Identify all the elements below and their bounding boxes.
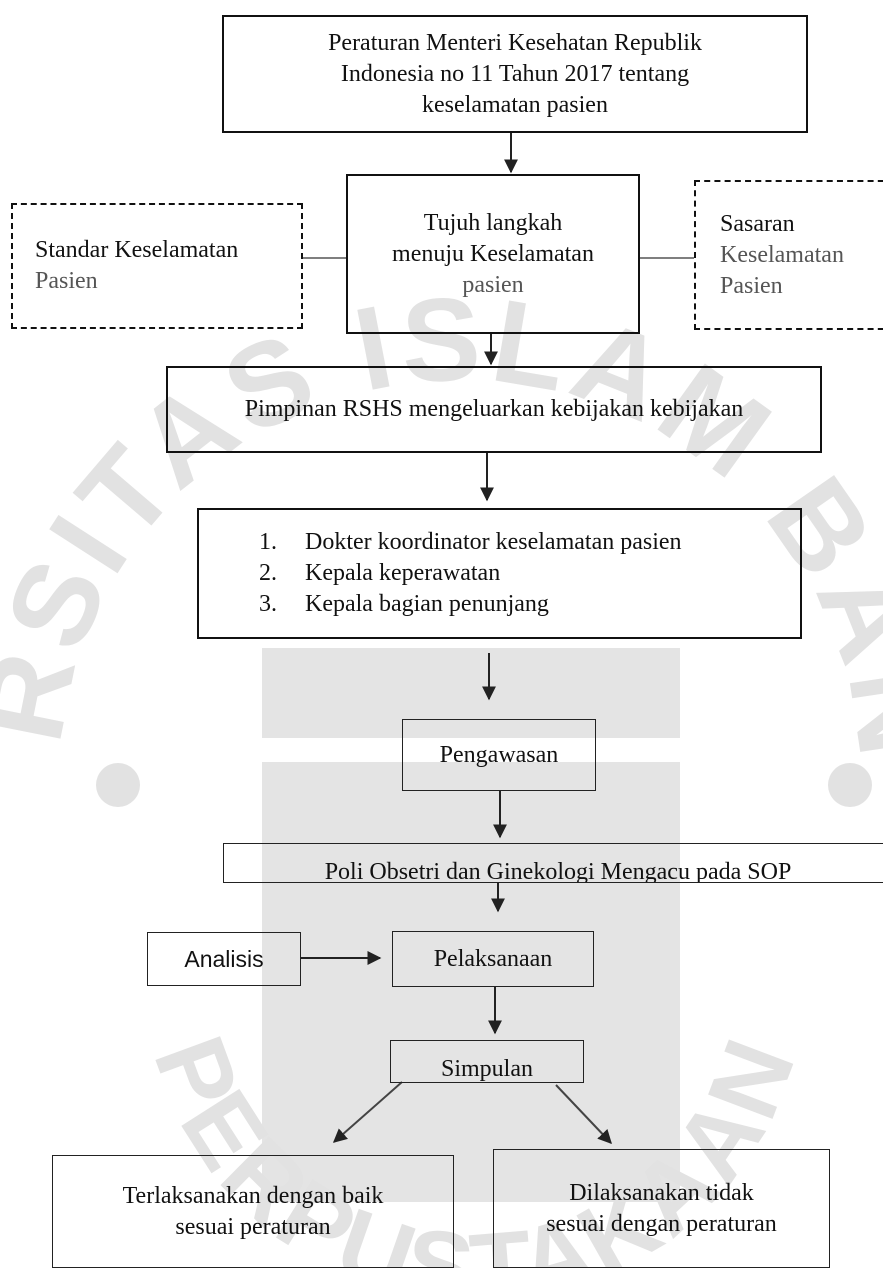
sop-text: Poli Obsetri dan Ginekologi Mengacu pada… xyxy=(324,859,792,883)
implementation-text: Pelaksanaan xyxy=(433,945,553,972)
goals-line-2: Keselamatan xyxy=(720,241,844,268)
node-goals: Sasaran Keselamatan Pasien xyxy=(694,180,883,330)
node-standard: Standar Keselamatan Pasien xyxy=(11,203,303,329)
regulation-line-2: Indonesia no 11 Tahun 2017 tentang xyxy=(340,60,690,87)
node-conclusion: Simpulan xyxy=(390,1040,584,1083)
coordinator-list: 1.Dokter koordinator keselamatan pasien … xyxy=(259,527,682,620)
analysis-text: Analisis xyxy=(184,945,264,972)
supervision-text: Pengawasan xyxy=(439,741,559,768)
watermark-dot-left xyxy=(96,763,140,807)
coordinator-item: 2.Kepala keperawatan xyxy=(259,560,501,586)
regulation-line-1: Peraturan Menteri Kesehatan Republik xyxy=(328,29,702,56)
node-supervision: Pengawasan xyxy=(402,719,596,791)
arrow-conclusion-to-noncompliant xyxy=(555,1084,612,1145)
node-coordinators: 1.Dokter koordinator keselamatan pasien … xyxy=(197,508,802,639)
node-outcome-noncompliant: Dilaksanakan tidak sesuai dengan peratur… xyxy=(493,1149,830,1268)
outcome-compliant-line-2: sesuai peraturan xyxy=(175,1213,331,1240)
watermark-band-body xyxy=(262,762,680,1202)
seven-steps-line-1: Tujuh langkah xyxy=(423,209,563,236)
node-seven-steps: Tujuh langkah menuju Keselamatan pasien xyxy=(346,174,640,334)
goals-line-3: Pasien xyxy=(720,272,783,299)
outcome-compliant-line-1: Terlaksanakan dengan baik xyxy=(122,1182,384,1209)
coordinator-item: 3.Kepala bagian penunjang xyxy=(259,591,549,617)
node-leadership-policy: Pimpinan RSHS mengeluarkan kebijakan keb… xyxy=(166,366,822,453)
standard-line-1: Standar Keselamatan xyxy=(35,237,239,263)
coordinator-item: 1.Dokter koordinator keselamatan pasien xyxy=(259,529,682,555)
outcome-noncompliant-line-2: sesuai dengan peraturan xyxy=(546,1210,777,1237)
node-regulation: Peraturan Menteri Kesehatan Republik Ind… xyxy=(222,15,808,133)
arrow-conclusion-to-compliant xyxy=(332,1081,403,1143)
conclusion-text: Simpulan xyxy=(440,1056,533,1082)
outcome-noncompliant-line-1: Dilaksanakan tidak xyxy=(569,1179,754,1206)
watermark-dot-right xyxy=(828,763,872,807)
node-analysis: Analisis xyxy=(147,932,301,986)
leadership-policy-text: Pimpinan RSHS mengeluarkan kebijakan keb… xyxy=(244,396,744,422)
watermark-band-top xyxy=(262,648,680,738)
seven-steps-line-2: menuju Keselamatan xyxy=(392,240,594,267)
node-implementation: Pelaksanaan xyxy=(392,931,594,987)
regulation-line-3: keselamatan pasien xyxy=(422,91,608,118)
node-sop: Poli Obsetri dan Ginekologi Mengacu pada… xyxy=(223,843,883,883)
node-outcome-compliant: Terlaksanakan dengan baik sesuai peratur… xyxy=(52,1155,454,1268)
standard-line-2: Pasien xyxy=(35,268,98,294)
seven-steps-line-3: pasien xyxy=(462,271,524,298)
goals-line-1: Sasaran xyxy=(720,210,795,237)
